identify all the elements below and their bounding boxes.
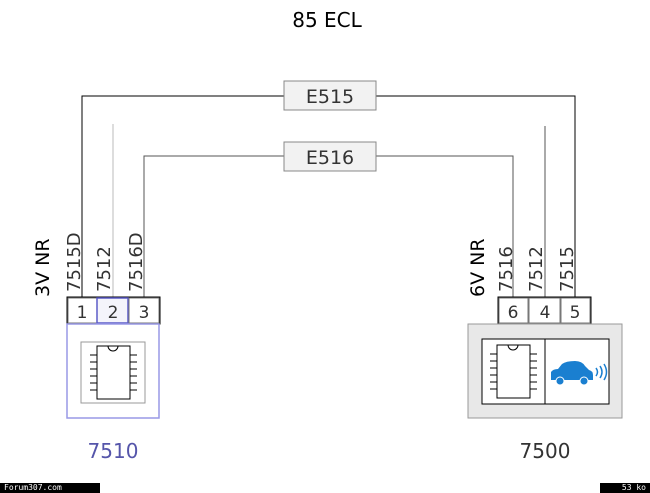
left-wire-label: 7516D — [126, 232, 147, 292]
svg-text:E515: E515 — [306, 86, 354, 108]
splice-e515: E515 — [283, 80, 377, 111]
component-id-7510: 7510 — [88, 439, 139, 463]
left-connector: 1 2 3 — [66, 296, 161, 325]
pin-number: 3 — [139, 303, 150, 323]
right-wire-label: 7516 — [496, 246, 517, 292]
right-wire-label: 7512 — [526, 246, 547, 292]
pin-number: 6 — [508, 303, 519, 323]
splice-e516: E516 — [283, 141, 377, 172]
footer-site-label: Forum307.com — [0, 483, 100, 493]
component-7510 — [66, 323, 160, 419]
pin-number: 4 — [540, 303, 551, 323]
right-connector: 6 4 5 — [497, 296, 592, 325]
right-wire-label: 7515 — [557, 246, 578, 292]
svg-text:E516: E516 — [306, 147, 354, 169]
wire-7516 — [143, 155, 514, 297]
pin-number: 1 — [77, 303, 88, 323]
footer-size-label: 53 ko — [600, 483, 650, 493]
car-remote-icon — [551, 361, 608, 386]
component-7500 — [467, 323, 623, 419]
component-id-7500: 7500 — [520, 439, 571, 463]
diagram-title: 85 ECL — [292, 8, 362, 32]
pin-number: 2 — [108, 303, 119, 323]
chip-icon — [80, 341, 146, 404]
pin-number: 5 — [570, 303, 581, 323]
chip-icon — [490, 344, 537, 399]
left-wire-label: 7512 — [94, 246, 115, 292]
right-voltage-label: 6V NR — [467, 238, 489, 297]
left-wire-label: 7515D — [64, 232, 85, 292]
left-voltage-label: 3V NR — [32, 238, 54, 297]
